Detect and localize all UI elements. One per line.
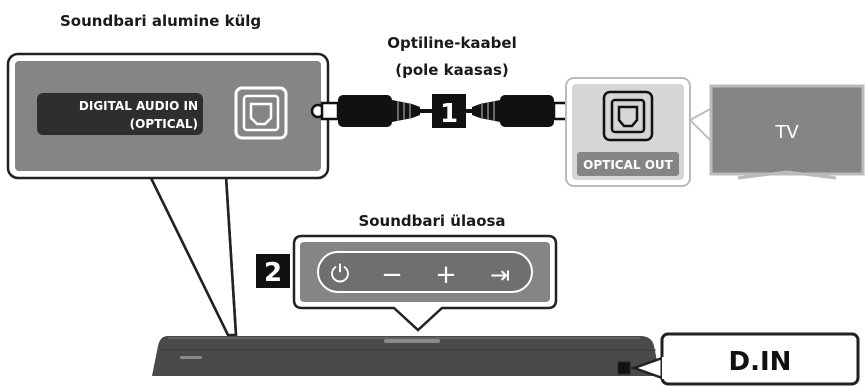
- soundbar: [152, 336, 660, 376]
- optical-input-port-icon: [234, 86, 288, 140]
- digital-audio-in-label-box: [37, 93, 203, 135]
- soundbar-bottom-panel: DIGITAL AUDIO IN (OPTICAL): [6, 52, 330, 180]
- optical-out-label: OPTICAL OUT: [583, 158, 674, 172]
- svg-text:1: 1: [440, 99, 458, 129]
- din-display-callout: D.IN: [630, 332, 860, 386]
- step-1-badge: 1: [432, 94, 466, 129]
- volume-down-button[interactable]: −: [381, 260, 403, 290]
- tv-icon: TV: [688, 84, 865, 180]
- step-2-badge: 2: [256, 254, 290, 288]
- source-button[interactable]: ⇥: [490, 261, 510, 289]
- power-button[interactable]: ⏻: [331, 260, 350, 288]
- cable-label-line1: Optiline-kaabel: [387, 34, 516, 52]
- bottom-callout-pointer: [147, 174, 238, 337]
- tv-optical-out-panel: OPTICAL OUT: [565, 77, 691, 187]
- din-display-text: D.IN: [729, 347, 792, 377]
- top-side-label: Soundbari ülaosa: [358, 212, 505, 230]
- bottom-side-label: Soundbari alumine külg: [60, 12, 261, 30]
- digital-audio-in-label-line2: (OPTICAL): [130, 117, 198, 131]
- digital-audio-in-label-line1: DIGITAL AUDIO IN: [79, 99, 198, 113]
- optical-output-port-icon: [602, 90, 654, 142]
- tv-label: TV: [774, 122, 799, 143]
- svg-text:2: 2: [264, 258, 282, 288]
- cable-label-line2: (pole kaasas): [395, 61, 509, 79]
- soundbar-top-panel: [292, 234, 558, 332]
- volume-up-button[interactable]: +: [435, 260, 457, 290]
